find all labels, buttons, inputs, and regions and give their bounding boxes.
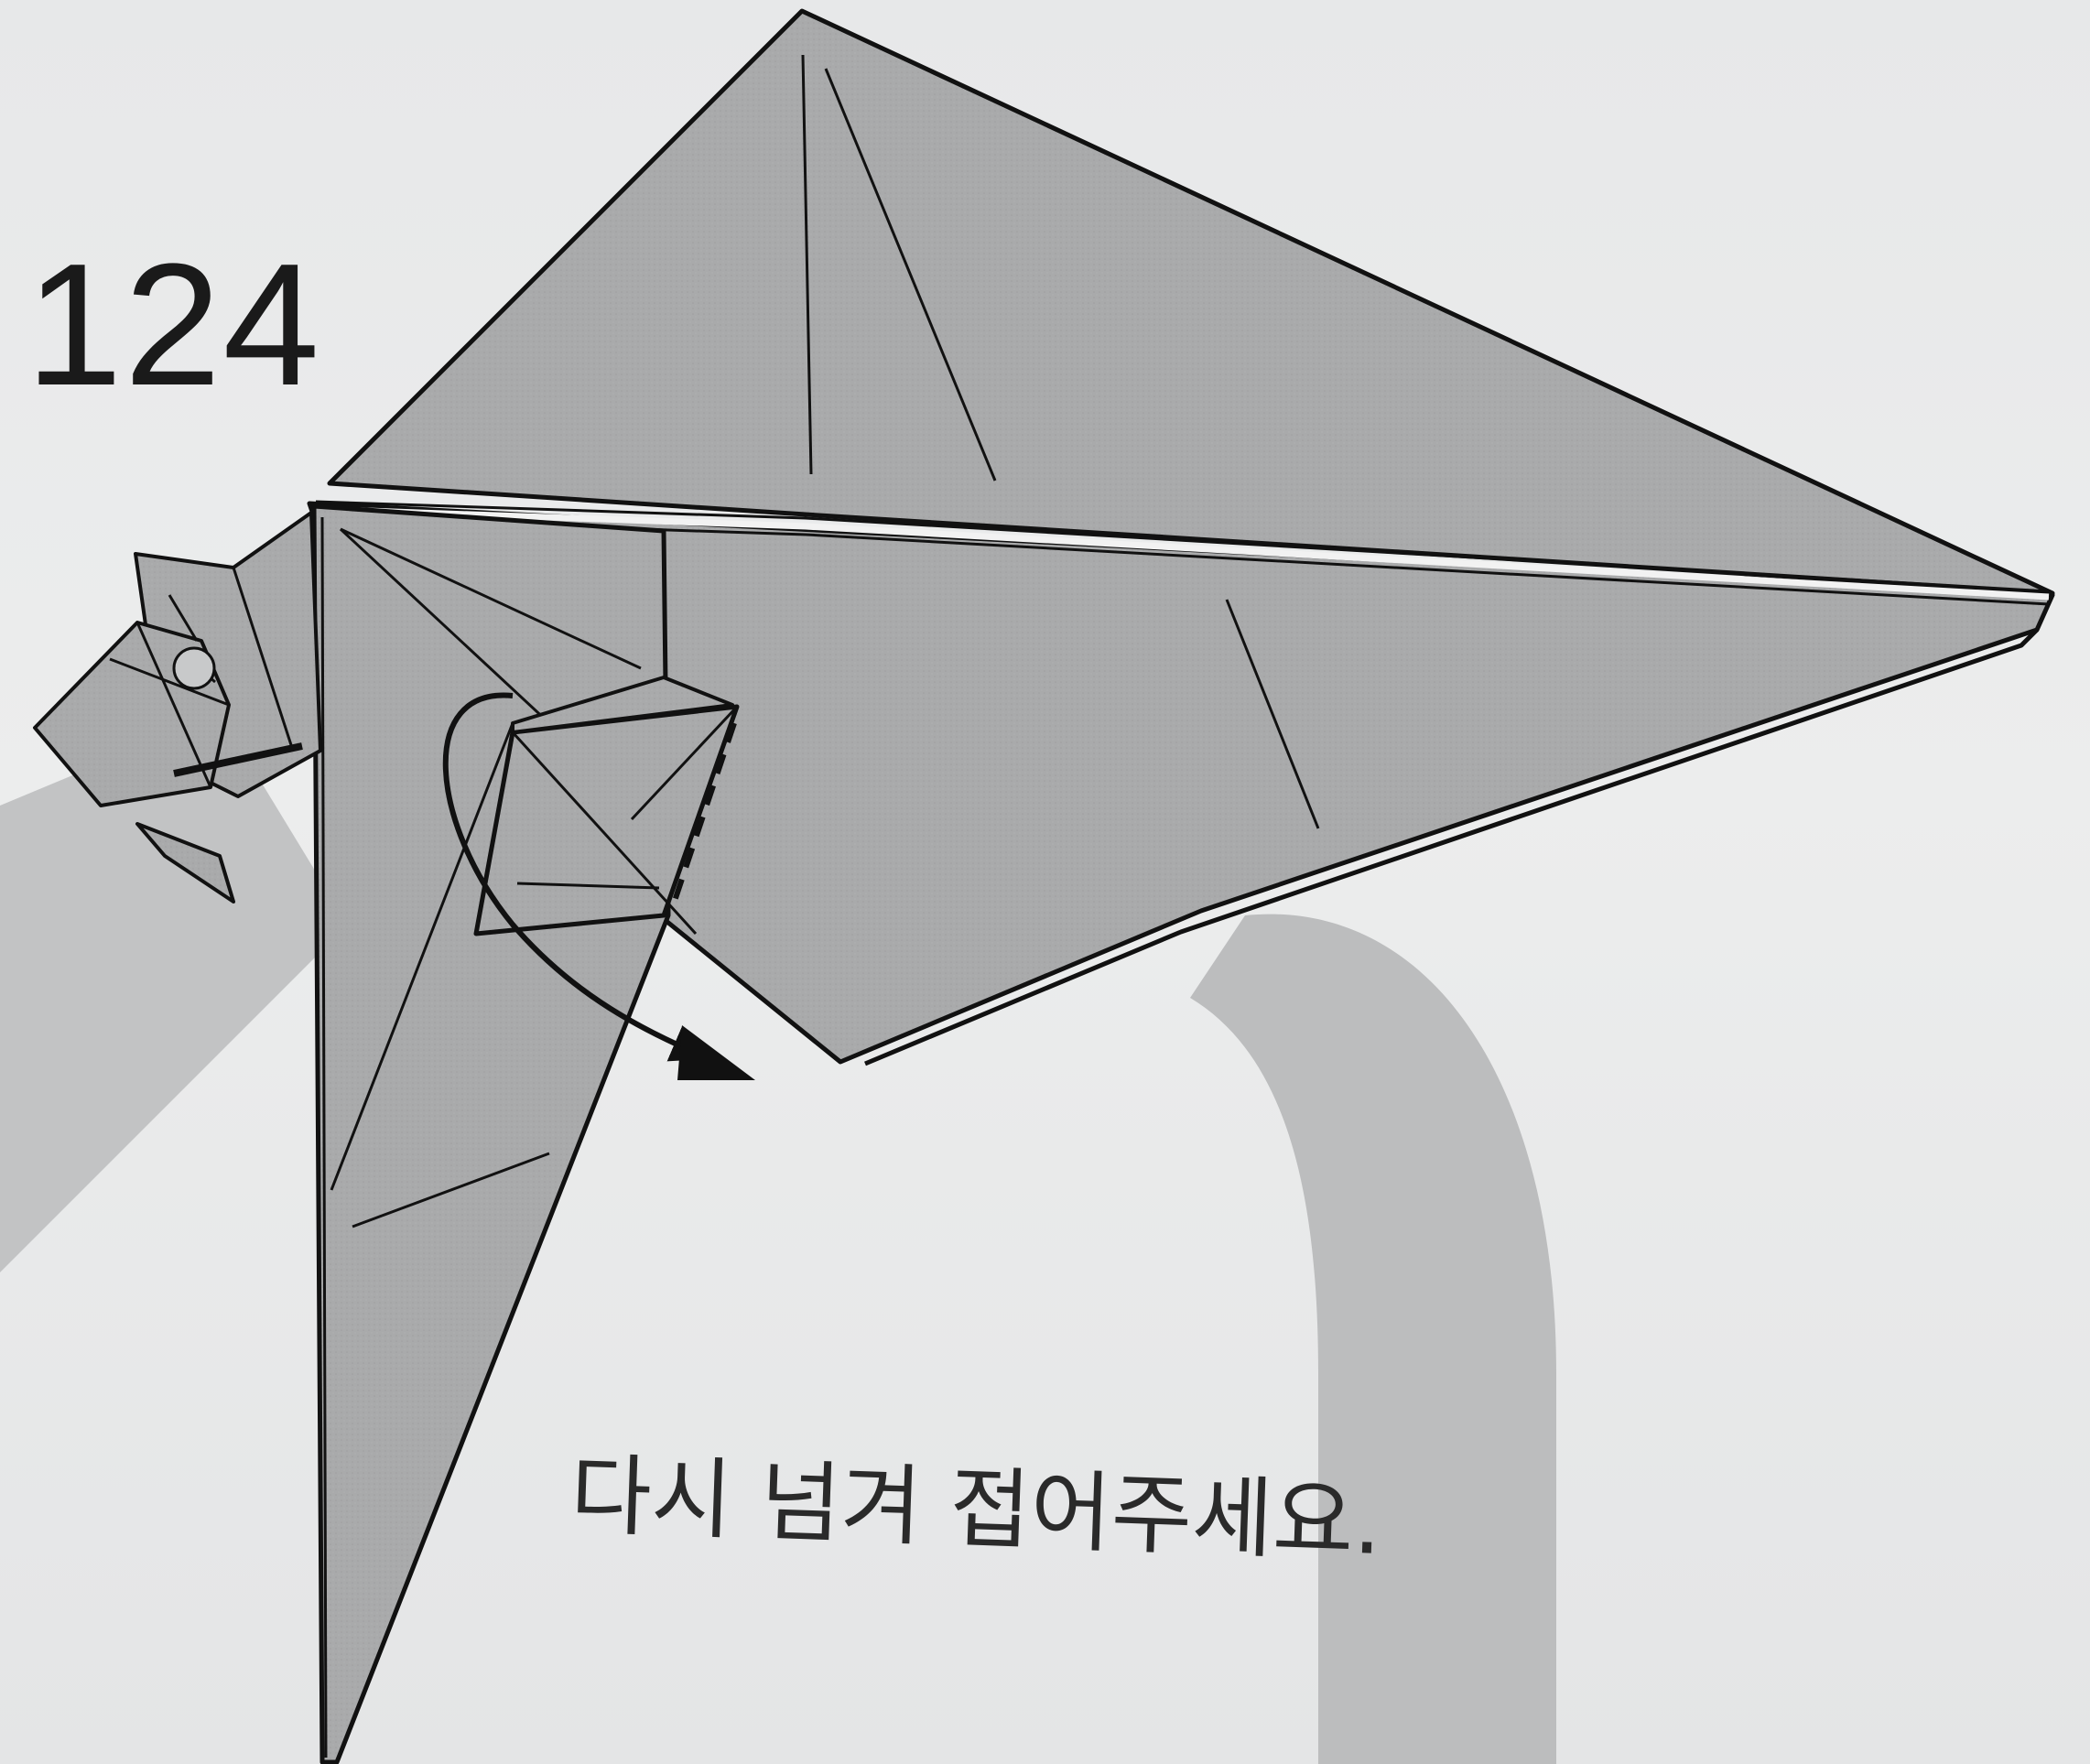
background-arc-right	[1190, 914, 1556, 1764]
upper-wing-flap	[330, 11, 2052, 593]
instruction-text: 다시 넘겨 접어주세요.	[569, 1451, 1383, 1567]
step-number: 124	[26, 238, 321, 412]
arrowhead-icon	[677, 1025, 755, 1080]
eye-detail	[174, 648, 214, 688]
background-band-left	[0, 714, 348, 1272]
